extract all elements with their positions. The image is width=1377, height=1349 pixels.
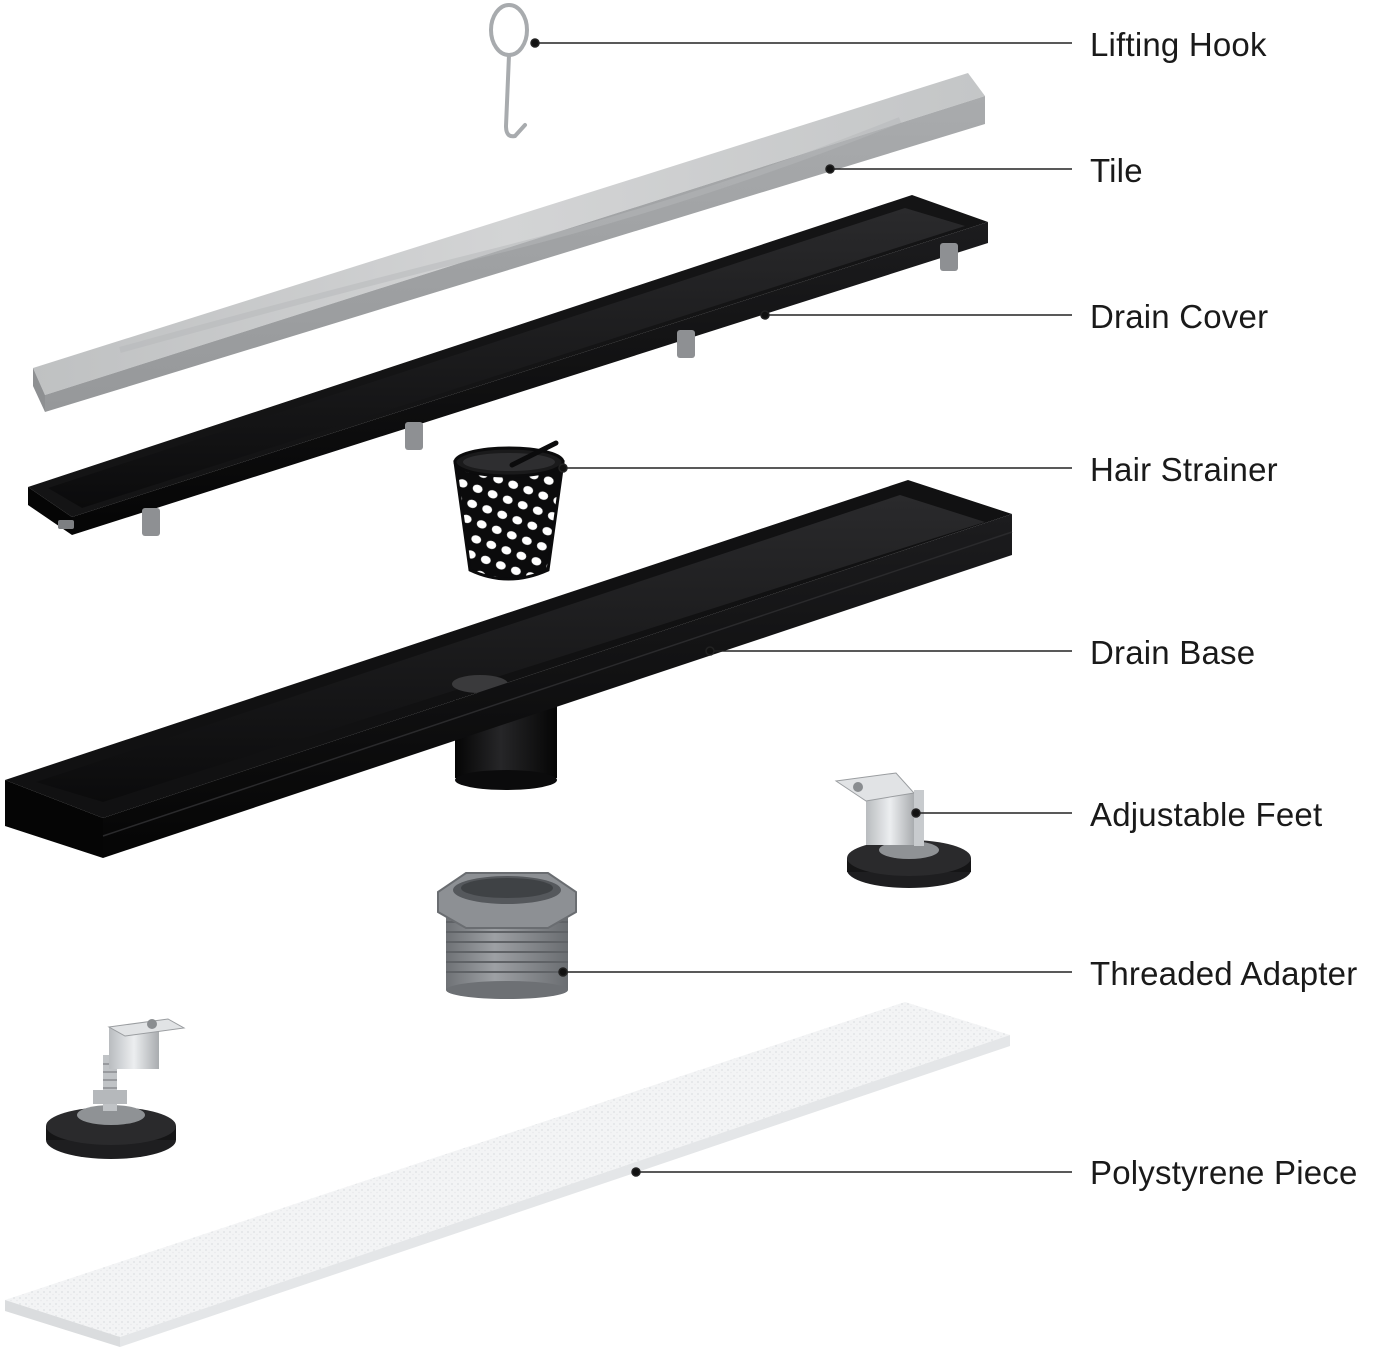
drain-base-illustration xyxy=(5,480,1013,858)
label-drain-cover: Drain Cover xyxy=(1090,298,1269,335)
hair-strainer-illustration xyxy=(453,440,565,581)
adjustable-feet-left-illustration xyxy=(46,1018,186,1159)
label-drain-base: Drain Base xyxy=(1090,634,1256,671)
leader-lines xyxy=(530,38,1072,1177)
polystyrene-piece-illustration xyxy=(5,1002,1010,1347)
label-hair-strainer: Hair Strainer xyxy=(1090,451,1278,488)
label-tile: Tile xyxy=(1090,152,1143,189)
threaded-adapter-illustration xyxy=(437,872,577,999)
drain-cover-illustration xyxy=(28,195,988,536)
label-polystyrene-piece: Polystyrene Piece xyxy=(1090,1154,1358,1191)
adjustable-feet-right-illustration xyxy=(834,772,971,888)
lifting-hook-illustration xyxy=(489,3,529,139)
tile-illustration xyxy=(33,73,985,412)
label-adjustable-feet: Adjustable Feet xyxy=(1090,796,1323,833)
label-threaded-adapter: Threaded Adapter xyxy=(1090,955,1358,992)
label-lifting-hook: Lifting Hook xyxy=(1090,26,1267,63)
